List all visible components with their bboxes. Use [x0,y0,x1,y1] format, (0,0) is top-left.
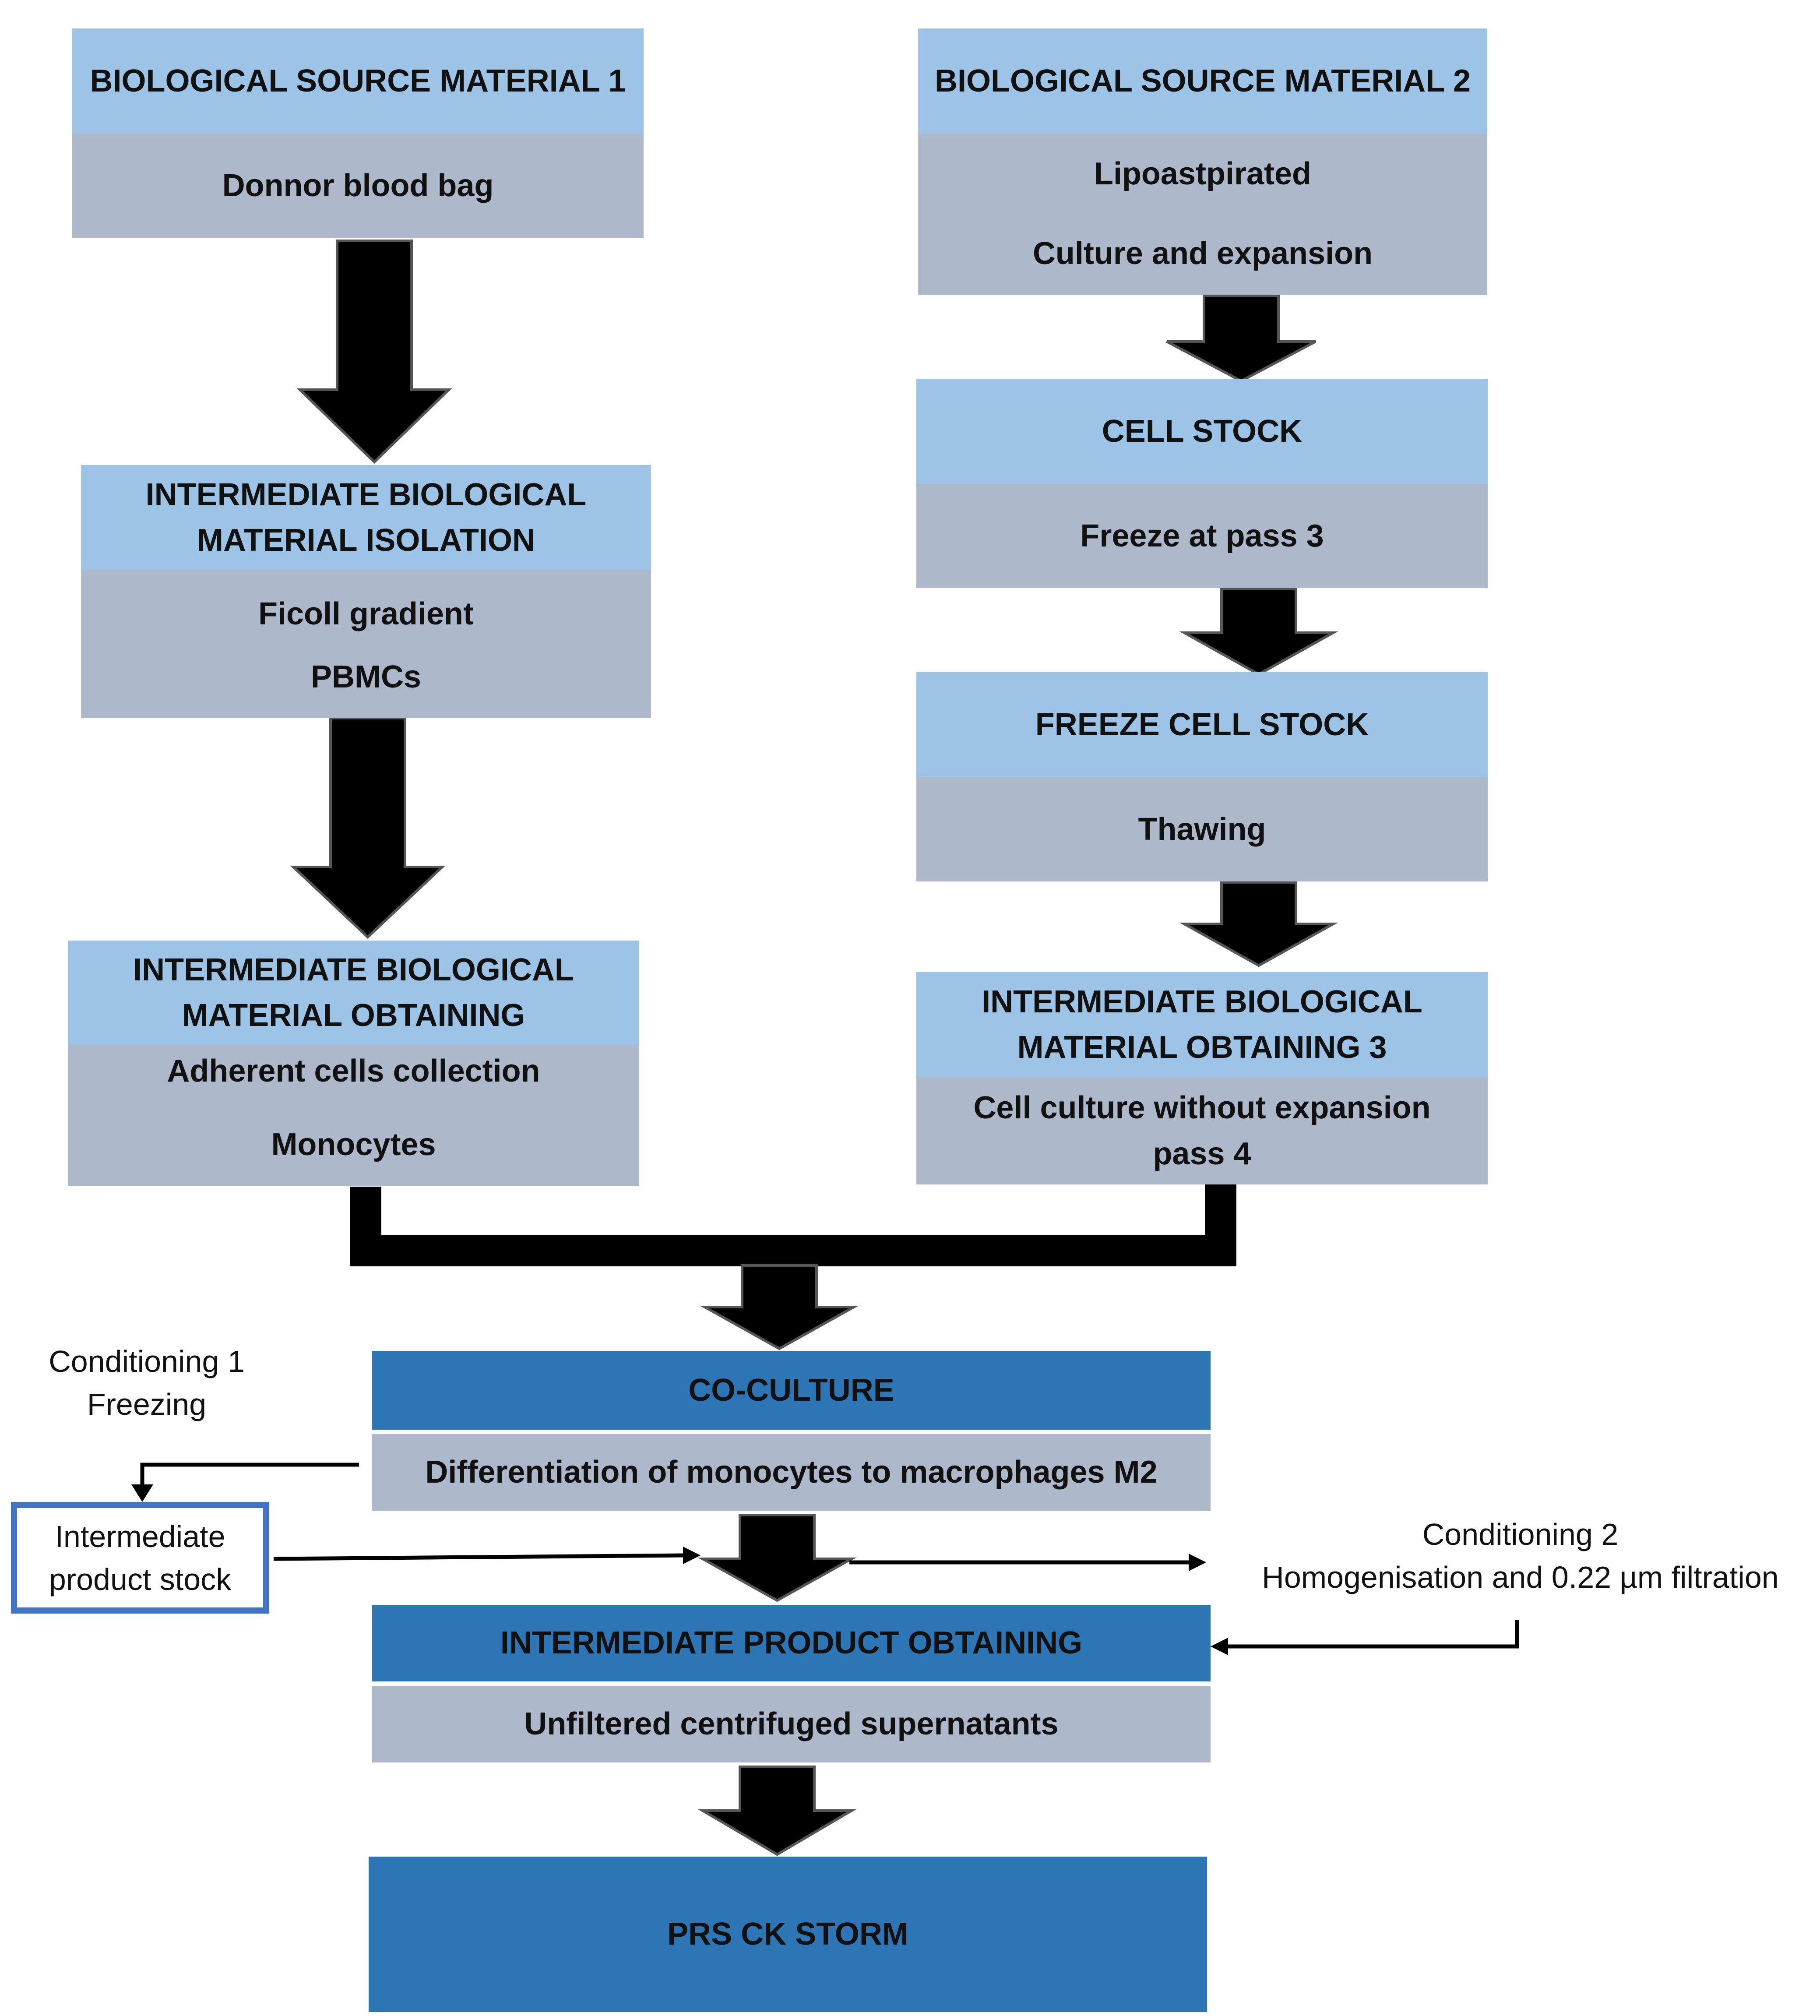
isolation-header: INTERMEDIATE BIOLOGICAL MATERIAL ISOLATI… [81,465,651,570]
final-box: PRS CK STORM [369,1857,1207,2012]
conditioning1-connector [140,1463,359,1487]
freeze-stock-body-line: Thawing [1138,811,1266,847]
stock-to-product-connector [273,1553,686,1561]
cell-stock-body: Freeze at pass 3 [916,484,1488,588]
conditioning1-arrowhead [131,1484,153,1502]
source2-header-text: BIOLOGICAL SOURCE MATERIAL 2 [934,63,1471,99]
arrow-coculture-to-product [697,1514,857,1602]
arrow-isolation-to-obtaining [290,717,446,939]
isolation-body-line2: PBMCs [310,659,422,694]
isolation-body-line1: Ficoll gradient [258,596,474,631]
source1-header: BIOLOGICAL SOURCE MATERIAL 1 [72,28,644,134]
coculture-box: CO-CULTURE Differentiation of monocytes … [372,1351,1211,1511]
final-label-band: PRS CK STORM [369,1857,1207,2012]
obtaining3-body-line2: pass 4 [1153,1136,1251,1171]
cell-stock-header: CELL STOCK [916,379,1488,484]
obtaining3-box: INTERMEDIATE BIOLOGICAL MATERIAL OBTAINI… [916,972,1488,1184]
product-divider [372,1681,1211,1686]
obtaining3-body-line1: Cell culture without expansion [973,1090,1431,1126]
arrow-freezestock-to-obtaining3 [1179,881,1338,967]
conditioning2-note: Conditioning 2 Homogenisation and 0.22 µ… [1230,1513,1810,1599]
source1-header-text: BIOLOGICAL SOURCE MATERIAL 1 [90,63,626,99]
freeze-stock-box: FREEZE CELL STOCK Thawing [916,672,1488,881]
source1-box: BIOLOGICAL SOURCE MATERIAL 1 Donnor bloo… [72,28,644,238]
product-body: Unfiltered centrifuged supernatants [372,1686,1211,1762]
source2-header: BIOLOGICAL SOURCE MATERIAL 2 [918,28,1487,134]
coculture-header: CO-CULTURE [372,1351,1211,1430]
obtaining3-header-line2: MATERIAL OBTAINING 3 [1017,1030,1387,1065]
freeze-stock-header-text: FREEZE CELL STOCK [1035,707,1369,742]
product-body-text: Unfiltered centrifuged supernatants [524,1706,1059,1742]
isolation-header-line2: MATERIAL ISOLATION [197,523,535,558]
obtaining-body-line1: Adherent cells collection [167,1054,540,1089]
conditioning1-note: Conditioning 1 Freezing [26,1340,267,1426]
obtaining3-body: Cell culture without expansion pass 4 [916,1077,1488,1184]
arrow-cellstock-to-freezestock [1179,588,1338,676]
conditioning2-line1: Conditioning 2 [1422,1517,1619,1551]
conditioning2-return-arrowhead [1211,1638,1228,1655]
arrow-source2-to-cellstock [1166,294,1317,383]
source2-body-line1: Lipoastpirated [1094,156,1312,191]
coculture-body: Differentiation of monocytes to macropha… [372,1434,1211,1511]
source1-body: Donnor blood bag [72,134,644,238]
source2-box: BIOLOGICAL SOURCE MATERIAL 2 Lipoastpira… [918,28,1487,295]
product-header-text: INTERMEDIATE PRODUCT OBTAINING [500,1625,1083,1661]
source2-body-line2: Culture and expansion [1032,236,1373,271]
obtaining-header-line2: MATERIAL OBTAINING [182,998,525,1033]
conditioning1-line1: Conditioning 1 [49,1344,245,1378]
obtaining-header: INTERMEDIATE BIOLOGICAL MATERIAL OBTAINI… [68,941,639,1045]
cell-stock-body-line: Freeze at pass 3 [1080,518,1324,553]
isolation-box: INTERMEDIATE BIOLOGICAL MATERIAL ISOLATI… [81,465,651,718]
cell-stock-box: CELL STOCK Freeze at pass 3 [916,379,1488,588]
obtaining3-header: INTERMEDIATE BIOLOGICAL MATERIAL OBTAINI… [916,972,1488,1077]
coculture-divider [372,1430,1211,1434]
source1-body-line: Donnor blood bag [222,168,494,203]
freeze-stock-header: FREEZE CELL STOCK [916,672,1488,777]
cell-stock-header-text: CELL STOCK [1102,413,1303,449]
arrow-product-to-final [697,1766,857,1856]
obtaining-header-line1: INTERMEDIATE BIOLOGICAL [133,952,574,987]
obtaining3-header-line1: INTERMEDIATE BIOLOGICAL [982,984,1422,1019]
merge-connector [350,1182,1236,1266]
isolation-body: Ficoll gradient PBMCs [81,570,651,718]
source2-body: Lipoastpirated Culture and expansion [918,134,1487,295]
obtaining-body-line2: Monocytes [271,1127,436,1162]
product-box: INTERMEDIATE PRODUCT OBTAINING Unfiltere… [372,1605,1211,1762]
coculture-header-text: CO-CULTURE [688,1372,894,1408]
conditioning2-line2: Homogenisation and 0.22 µm filtration [1262,1560,1779,1594]
conditioning2-return-connector [1226,1620,1519,1649]
arrow-source1-to-isolation [296,240,452,464]
final-label: PRS CK STORM [667,1917,908,1952]
stock-to-product-arrowhead [683,1547,701,1564]
coculture-body-text: Differentiation of monocytes to macropha… [425,1455,1158,1490]
obtaining-body: Adherent cells collection Monocytes [68,1045,639,1186]
stock-box-line2: product stock [49,1562,232,1597]
intermediate-product-stock-box: Intermediate product stock [11,1502,269,1614]
stock-box-line1: Intermediate [55,1519,225,1554]
isolation-header-line1: INTERMEDIATE BIOLOGICAL [145,477,587,512]
to-conditioning2-arrowhead [1189,1554,1206,1571]
obtaining-box: INTERMEDIATE BIOLOGICAL MATERIAL OBTAINI… [68,941,639,1186]
freeze-stock-body: Thawing [916,777,1488,881]
conditioning1-line2: Freezing [87,1387,207,1421]
product-header: INTERMEDIATE PRODUCT OBTAINING [372,1605,1211,1681]
arrow-merge-to-coculture [700,1264,859,1350]
